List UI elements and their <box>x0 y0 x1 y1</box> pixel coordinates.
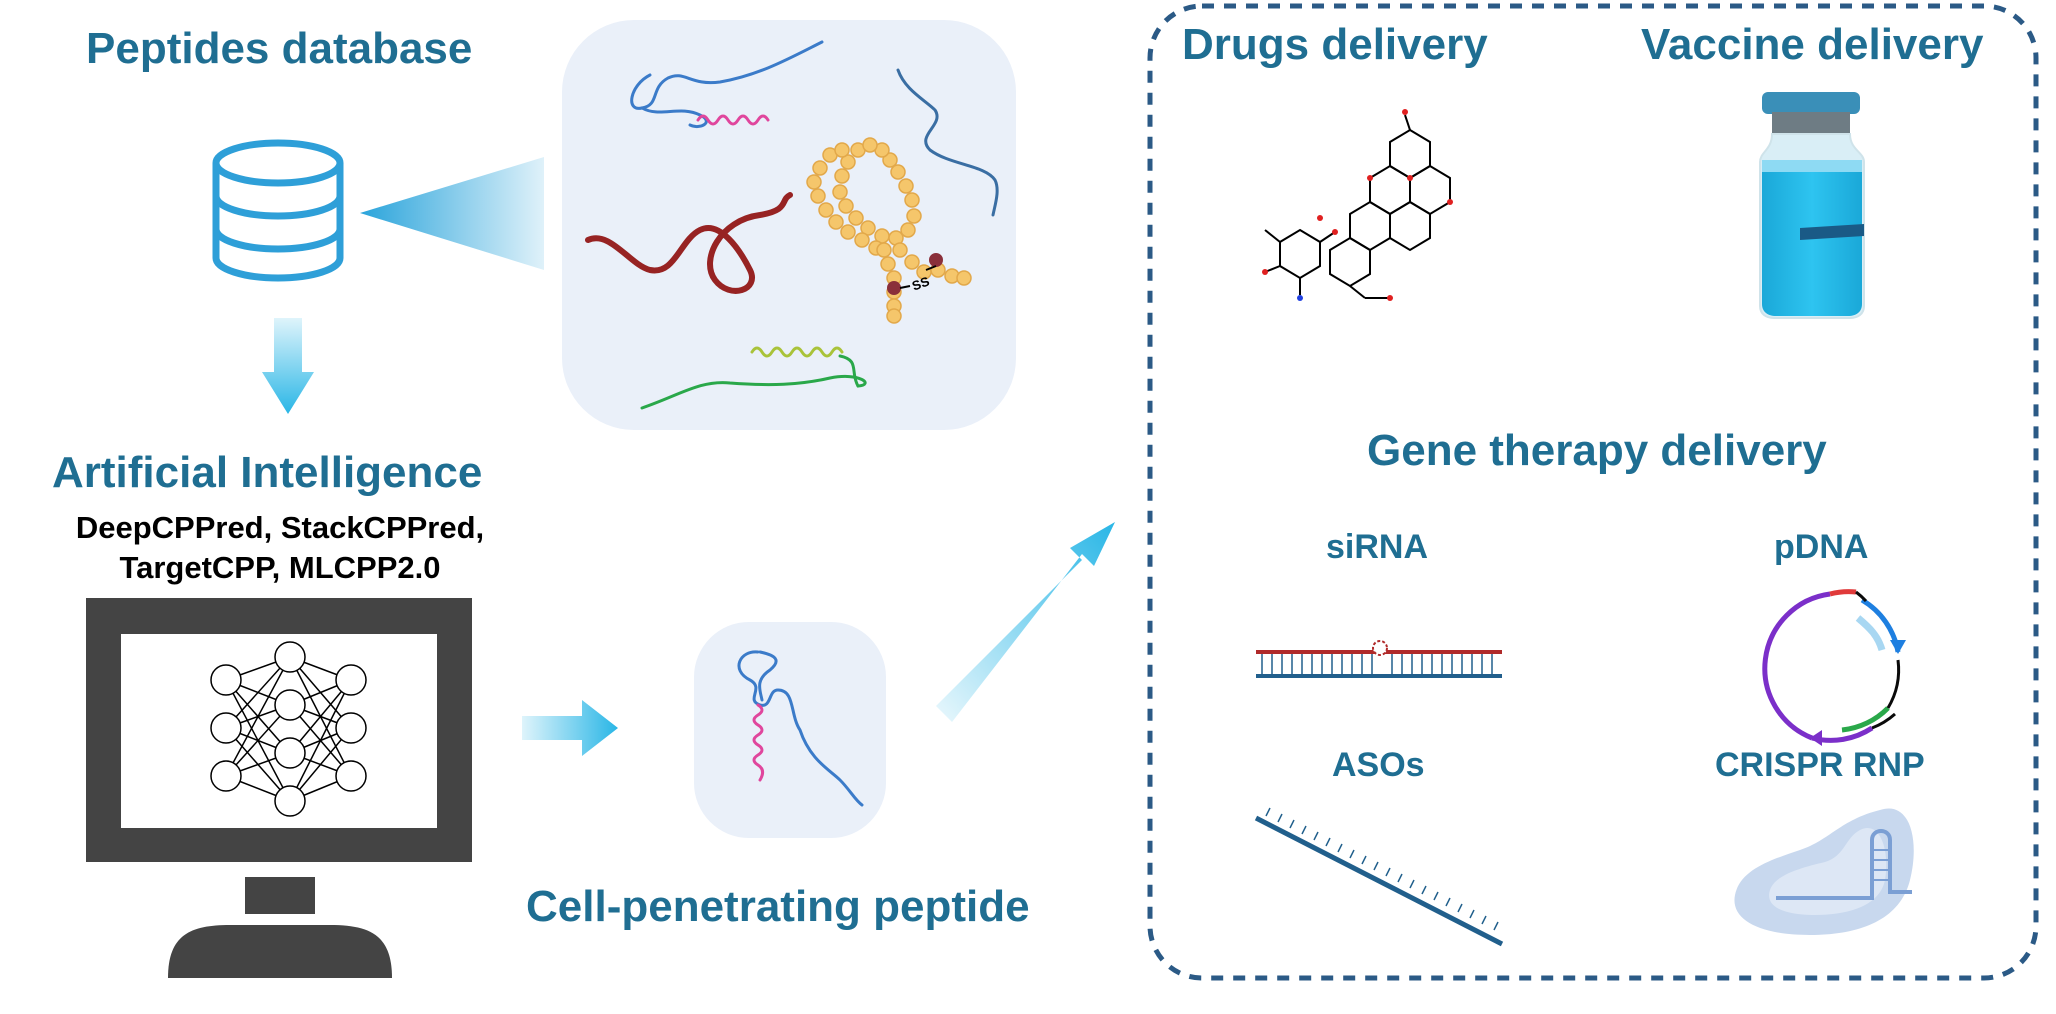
drugs-delivery-title: Drugs delivery <box>1182 20 1488 69</box>
molecule-nitrogen <box>1297 295 1303 301</box>
artificial-intelligence-title: Artificial Intelligence <box>52 448 483 497</box>
database-icon <box>212 139 344 282</box>
aso-icon <box>1254 807 1504 947</box>
diagonal-arrow <box>936 522 1115 722</box>
cpp-panel <box>694 622 886 838</box>
peptide-library <box>585 40 999 410</box>
sirna-label: siRNA <box>1326 528 1429 566</box>
pdna-label: pDNA <box>1774 528 1869 566</box>
cell-penetrating-peptide-molecule <box>737 650 864 807</box>
plasmid-icon <box>1762 589 1906 746</box>
gene-therapy-delivery-title: Gene therapy delivery <box>1367 426 1827 475</box>
neural-network-icon <box>210 641 367 817</box>
vaccine-delivery-title: Vaccine delivery <box>1641 20 1984 69</box>
sirna-icon <box>1256 640 1502 678</box>
vaccine-vial-icon <box>1759 92 1865 319</box>
beaded-cyclic-peptide <box>806 137 972 324</box>
crispr-rnp-label: CRISPR RNP <box>1715 746 1925 784</box>
ai-tools-line2: TargetCPP, MLCPP2.0 <box>119 550 441 585</box>
ai-tools-line1: DeepCPPred, StackCPPred, <box>75 510 485 545</box>
right-arrow <box>522 700 618 756</box>
peptides-database-title: Peptides database <box>86 24 473 73</box>
asos-label: ASOs <box>1332 746 1425 784</box>
disulfide-bond <box>887 253 943 295</box>
delivery-box <box>1147 3 2039 981</box>
doxorubicin-molecule <box>1264 114 1451 299</box>
molecule-oxygens <box>1262 109 1453 301</box>
peptide-library-panel <box>562 20 1016 430</box>
down-arrow <box>262 318 314 414</box>
projection-cone <box>360 157 544 270</box>
crispr-rnp-icon <box>1734 808 1914 935</box>
cell-penetrating-peptide-title: Cell-penetrating peptide <box>526 882 1030 931</box>
